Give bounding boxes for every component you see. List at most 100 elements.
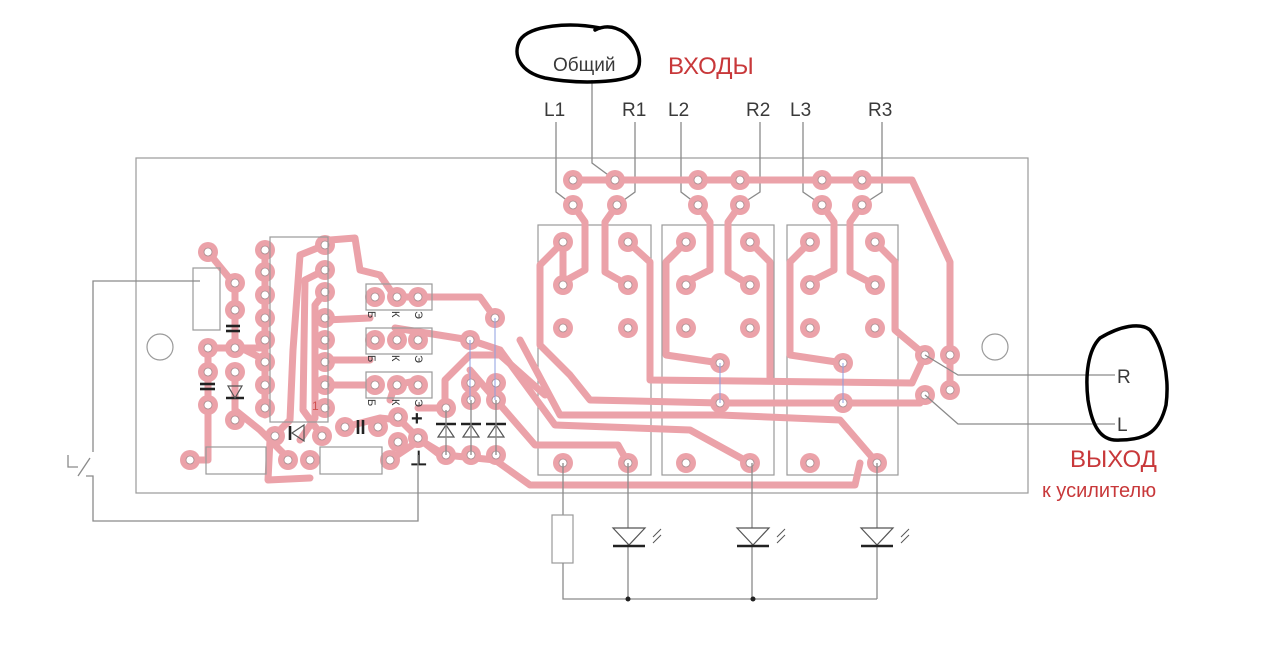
svg-text:К: К [389, 311, 401, 318]
svg-text:К: К [389, 399, 401, 406]
led-3 [859, 527, 895, 546]
pad-hole [693, 200, 703, 210]
pad-hole [260, 403, 270, 413]
pad-hole [817, 200, 827, 210]
resistor-1 [192, 267, 221, 331]
pad-hole [370, 292, 380, 302]
pad-hole [320, 403, 330, 413]
pad-hole [305, 455, 315, 465]
pad-hole [413, 335, 423, 345]
output-wire-r [924, 354, 1115, 376]
pad-hole [745, 458, 755, 468]
pad-hole [385, 455, 395, 465]
pad-hole [735, 175, 745, 185]
input-label-r1: R1 [622, 100, 646, 121]
component-symbols [200, 324, 506, 455]
pad-hole [735, 200, 745, 210]
pad-hole [260, 245, 270, 255]
input-wires [555, 80, 883, 206]
pad-hole [817, 175, 827, 185]
pad-hole [260, 380, 270, 390]
output-label-l: L [1117, 415, 1128, 436]
pad-hole [203, 247, 213, 257]
pad-hole [370, 380, 380, 390]
pad-hole [870, 280, 880, 290]
common-label: Общий [553, 55, 616, 76]
pad-hole [260, 357, 270, 367]
pad-hole [320, 313, 330, 323]
pad-hole [230, 367, 240, 377]
pad-hole [568, 175, 578, 185]
input-label-r2: R2 [746, 100, 770, 121]
pad-hole [805, 458, 815, 468]
pad-hole [568, 200, 578, 210]
pad-hole [612, 200, 622, 210]
svg-text:Б: Б [365, 311, 377, 318]
svg-text:К: К [389, 355, 401, 362]
output-wire-l [924, 394, 1115, 425]
pad-hole [491, 378, 501, 388]
transistor-labels: Б К Э Б К Э Б К Э [365, 311, 424, 407]
pin1-marker: 1 [312, 399, 319, 413]
pad-hole [260, 335, 270, 345]
pad-hole [260, 290, 270, 300]
input-label-l1: L1 [544, 100, 565, 121]
pad-hole [745, 280, 755, 290]
svg-text:Э: Э [412, 311, 424, 319]
pad-hole [320, 335, 330, 345]
pad-hole [392, 335, 402, 345]
svg-text:Б: Б [365, 399, 377, 406]
jumper-wires [469, 318, 844, 403]
resistor-3 [319, 446, 383, 475]
pad-hole [283, 455, 293, 465]
transistor-3-outline [365, 371, 433, 399]
pad-hole [230, 343, 240, 353]
input-label-r3: R3 [868, 100, 892, 121]
relay-2-outline [661, 224, 775, 476]
transistor-1-outline [365, 283, 433, 311]
pad-hole [230, 415, 240, 425]
led-1 [611, 527, 647, 546]
pad-hole [260, 313, 270, 323]
svg-text:Б: Б [365, 355, 377, 362]
plus-marker: + [411, 408, 423, 430]
mounting-hole-right [981, 333, 1009, 361]
pad-hole [203, 400, 213, 410]
resistor-2 [205, 446, 267, 475]
pad-hole [370, 335, 380, 345]
mounting-hole-left [146, 333, 174, 361]
transistor-2-outline [365, 327, 433, 355]
common-highlight-circle [515, 23, 642, 84]
pad-hole [413, 433, 423, 443]
pad-hole [260, 267, 270, 277]
pad-hole [805, 280, 815, 290]
pad-hole [623, 323, 633, 333]
pad-hole [317, 431, 327, 441]
pad-hole [623, 237, 633, 247]
output-highlight-circle [1085, 324, 1169, 442]
pad-hole [392, 380, 402, 390]
pad-hole [693, 175, 703, 185]
board-outline [135, 157, 1029, 494]
pad-hole [392, 292, 402, 302]
pad-hole [466, 378, 476, 388]
pad-hole [320, 357, 330, 367]
pad-hole [681, 323, 691, 333]
pad-hole [393, 437, 403, 447]
pad-hole [203, 343, 213, 353]
input-label-l3: L3 [790, 100, 811, 121]
pad-hole [870, 323, 880, 333]
pad-hole [805, 237, 815, 247]
pad-hole [945, 350, 955, 360]
switch-wiring [67, 280, 419, 522]
pad-hole [745, 237, 755, 247]
pad-hole [320, 287, 330, 297]
pad-hole [270, 431, 280, 441]
relay-1-outline [537, 224, 652, 476]
pad-hole [857, 175, 867, 185]
inputs-heading: ВХОДЫ [668, 53, 754, 80]
pad-hole [623, 280, 633, 290]
relay-3-outline [786, 224, 899, 476]
pad-hole [558, 280, 568, 290]
pad-hole [230, 305, 240, 315]
